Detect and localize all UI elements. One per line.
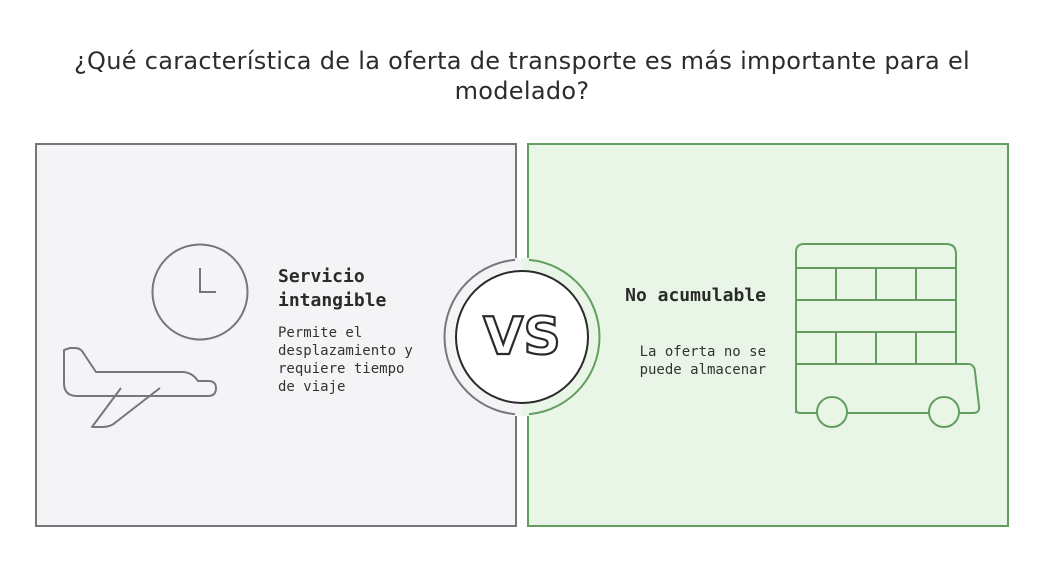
right-description: La oferta no se puede almacenar bbox=[639, 344, 766, 378]
vs-badge: VS bbox=[443, 258, 601, 416]
right-heading: No acumulable bbox=[625, 285, 766, 306]
right-panel bbox=[527, 143, 1009, 527]
left-heading: Servicio intangible bbox=[278, 266, 387, 311]
airplane-icon bbox=[63, 347, 217, 428]
left-panel bbox=[35, 143, 517, 527]
vs-label: VS bbox=[483, 307, 561, 367]
left-description: Permite el desplazamiento y requiere tie… bbox=[278, 325, 413, 395]
clock-icon bbox=[151, 243, 249, 341]
diagram-title: ¿Qué característica de la oferta de tran… bbox=[73, 47, 971, 105]
vs-ring: VS bbox=[443, 258, 601, 416]
bus-icon bbox=[795, 243, 981, 428]
